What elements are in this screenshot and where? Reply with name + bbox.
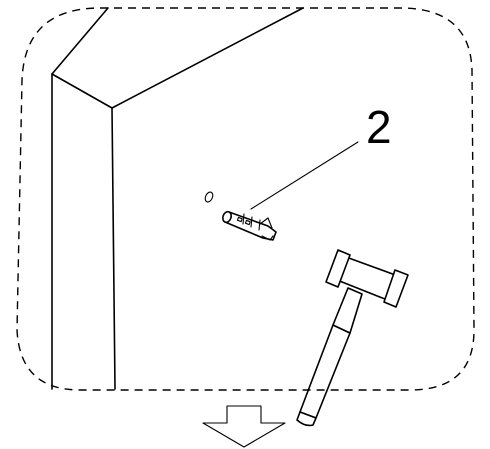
wall-plug-icon — [221, 210, 277, 241]
furniture-panel — [51, 7, 304, 390]
detail-frame — [16, 7, 475, 391]
down-arrow-icon — [202, 405, 286, 448]
hammer-icon — [296, 249, 409, 427]
drill-hole-icon — [204, 191, 214, 203]
callout-leader — [250, 141, 359, 210]
callout-number: 2 — [366, 101, 392, 153]
